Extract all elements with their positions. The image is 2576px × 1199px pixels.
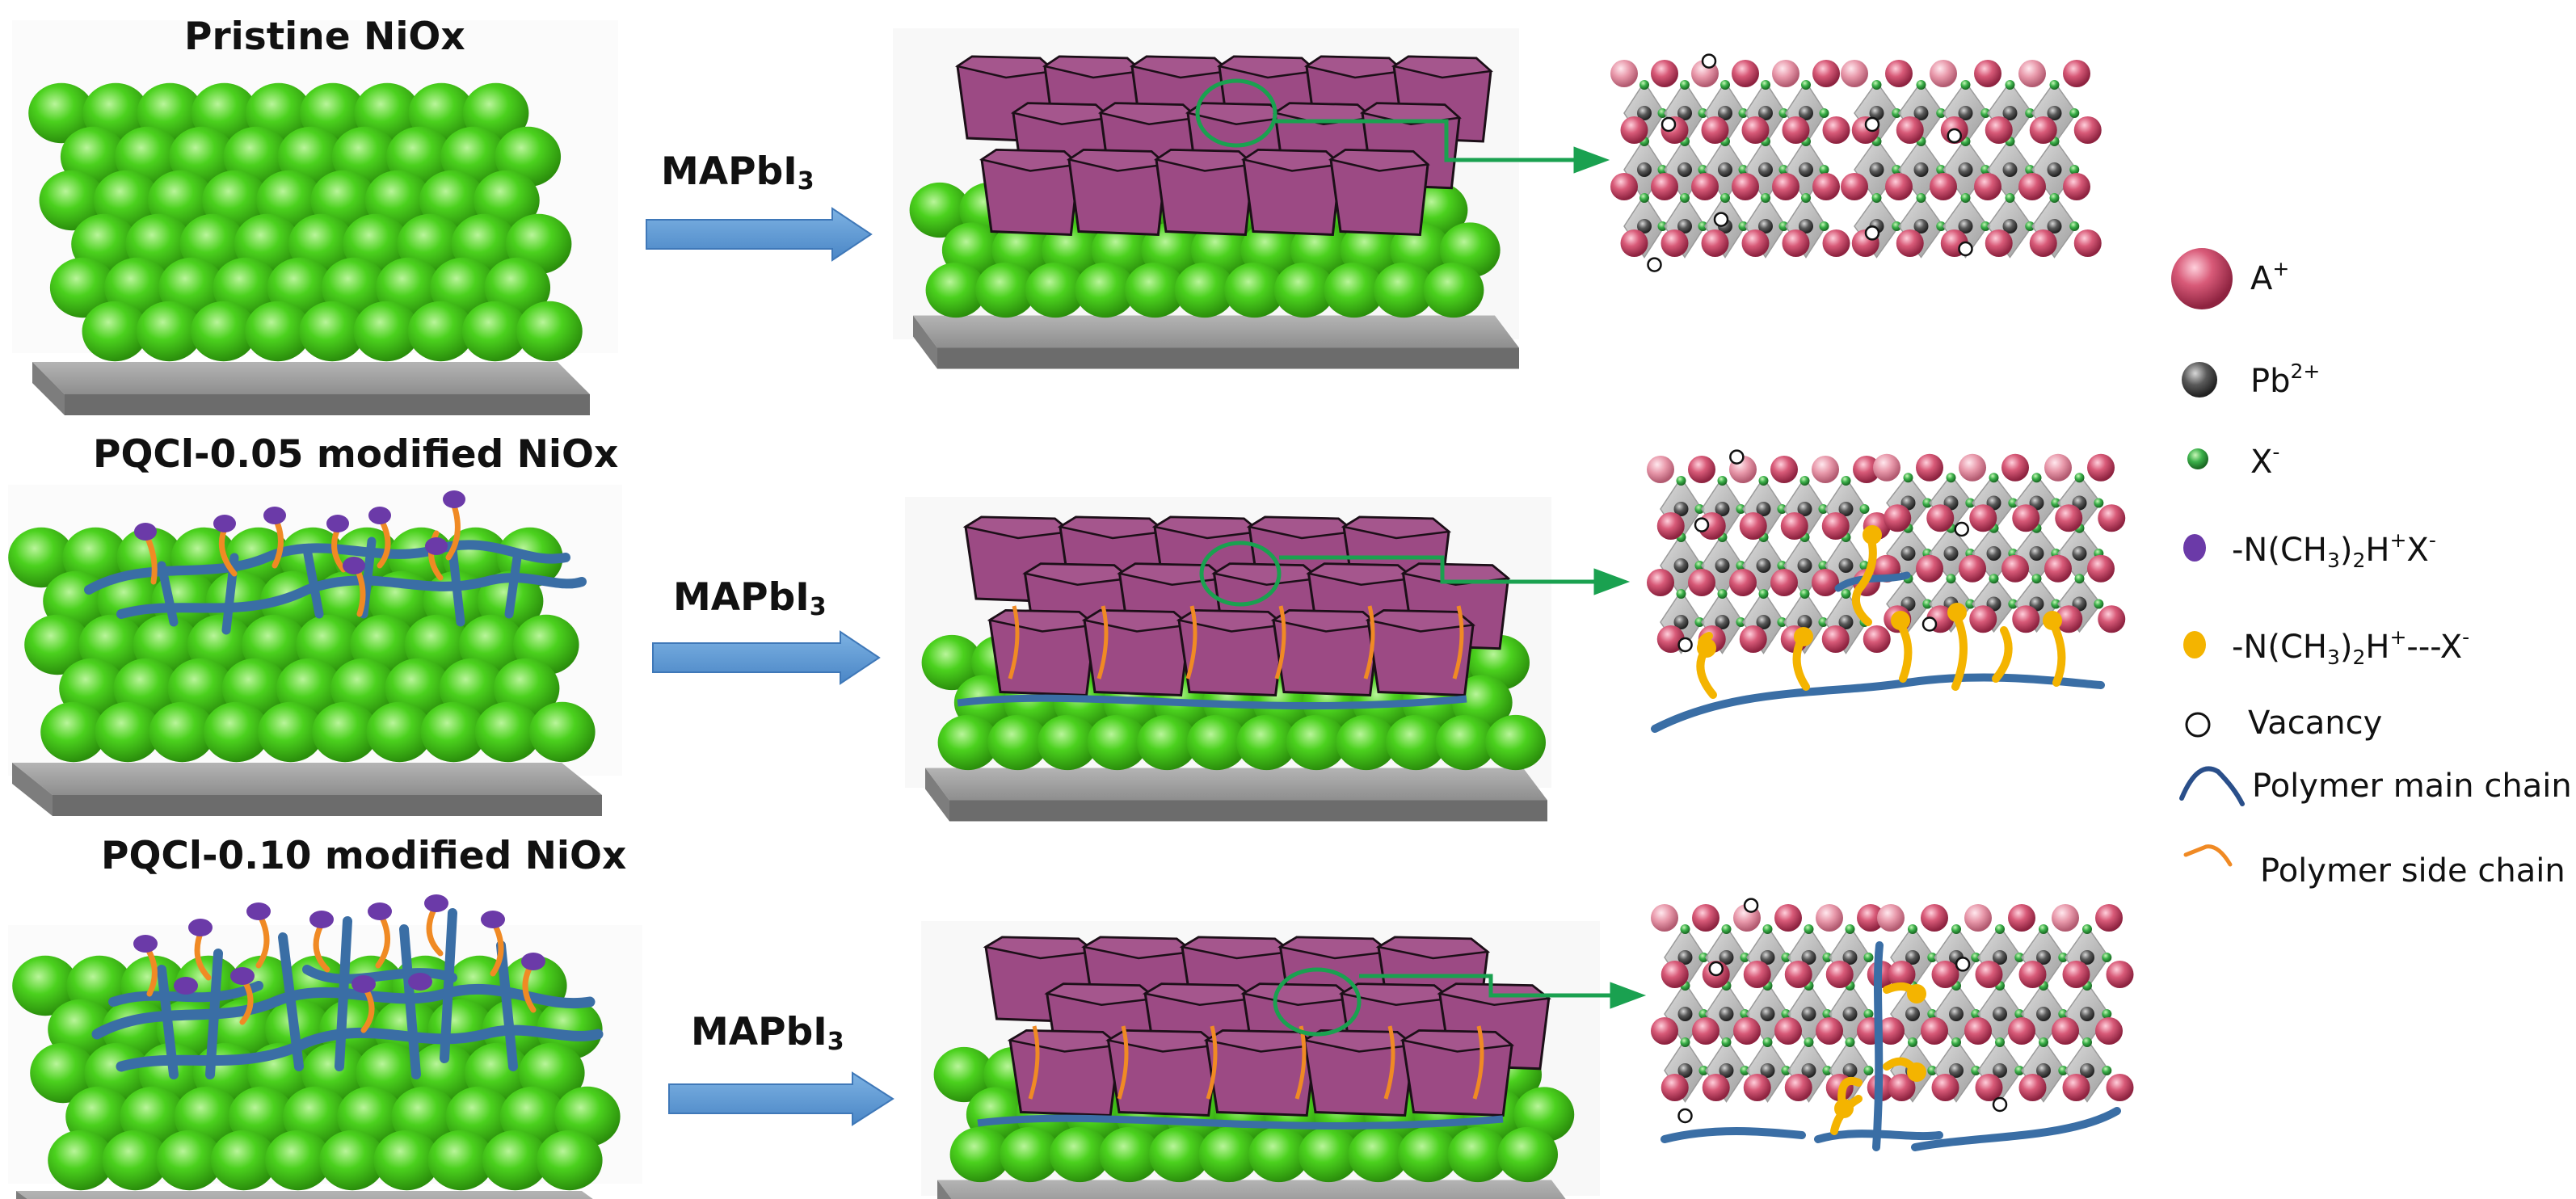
legend-ammonium-label: -N(CH3)2H+X- (2232, 528, 2436, 572)
arrow-3 (668, 1071, 894, 1126)
zoom-pointer-3 (1273, 967, 1647, 1037)
legend-ammonium-bound-icon (2183, 631, 2206, 658)
perovskite-film-pqcl005 (921, 515, 1547, 822)
crystal-polymer-pqcl010 (1661, 941, 2121, 1151)
legend-pb-icon (2182, 362, 2217, 398)
polymer-network-pqcl005 (84, 490, 587, 635)
arrow-label-3: MAPbI3 (691, 1010, 844, 1056)
crystal-lattice-pristine (1610, 53, 2102, 272)
legend-side-chain-icon (2183, 844, 2233, 867)
legend-side-chain-label: Polymer side chain (2260, 852, 2565, 890)
nio-substrate-pristine (28, 82, 590, 415)
legend-pb-label: Pb2+ (2250, 360, 2321, 400)
legend-ammonium-bound-label: -N(CH3)2H+---X- (2232, 625, 2470, 669)
crystal-polymer-pqcl005 (1651, 525, 2105, 733)
arrow-label-2: MAPbI3 (673, 575, 827, 621)
perovskite-film-pqcl010 (933, 936, 1575, 1199)
legend-vacancy-label: Vacancy (2248, 705, 2383, 742)
arrow-1 (646, 207, 873, 262)
row-title-pqcl010: PQCl-0.10 modified NiOx (101, 834, 627, 878)
arrow-label-1: MAPbI3 (661, 149, 814, 196)
legend-vacancy-icon (2185, 712, 2211, 738)
legend-ammonium-icon (2183, 534, 2206, 562)
row-title-pqcl005: PQCl-0.05 modified NiOx (93, 432, 619, 477)
zoom-pointer-2 (1199, 541, 1631, 607)
polymer-network-pqcl010 (91, 894, 604, 1079)
legend-graphics (2171, 248, 2245, 867)
zoom-pointer-1 (1195, 78, 1610, 174)
legend-a-cation-icon (2171, 248, 2233, 309)
legend-halide-icon (2187, 448, 2208, 469)
legend-halide-label: X- (2250, 440, 2280, 481)
legend-a-cation-label: A+ (2250, 257, 2290, 297)
row-title-pristine: Pristine NiOx (184, 15, 465, 59)
perovskite-film-pristine (909, 55, 1519, 369)
arrow-2 (652, 630, 881, 685)
legend-main-chain-icon (2179, 766, 2245, 806)
crystal-lattice-pqcl010 (1651, 898, 2134, 1124)
legend-main-chain-label: Polymer main chain (2252, 768, 2572, 805)
